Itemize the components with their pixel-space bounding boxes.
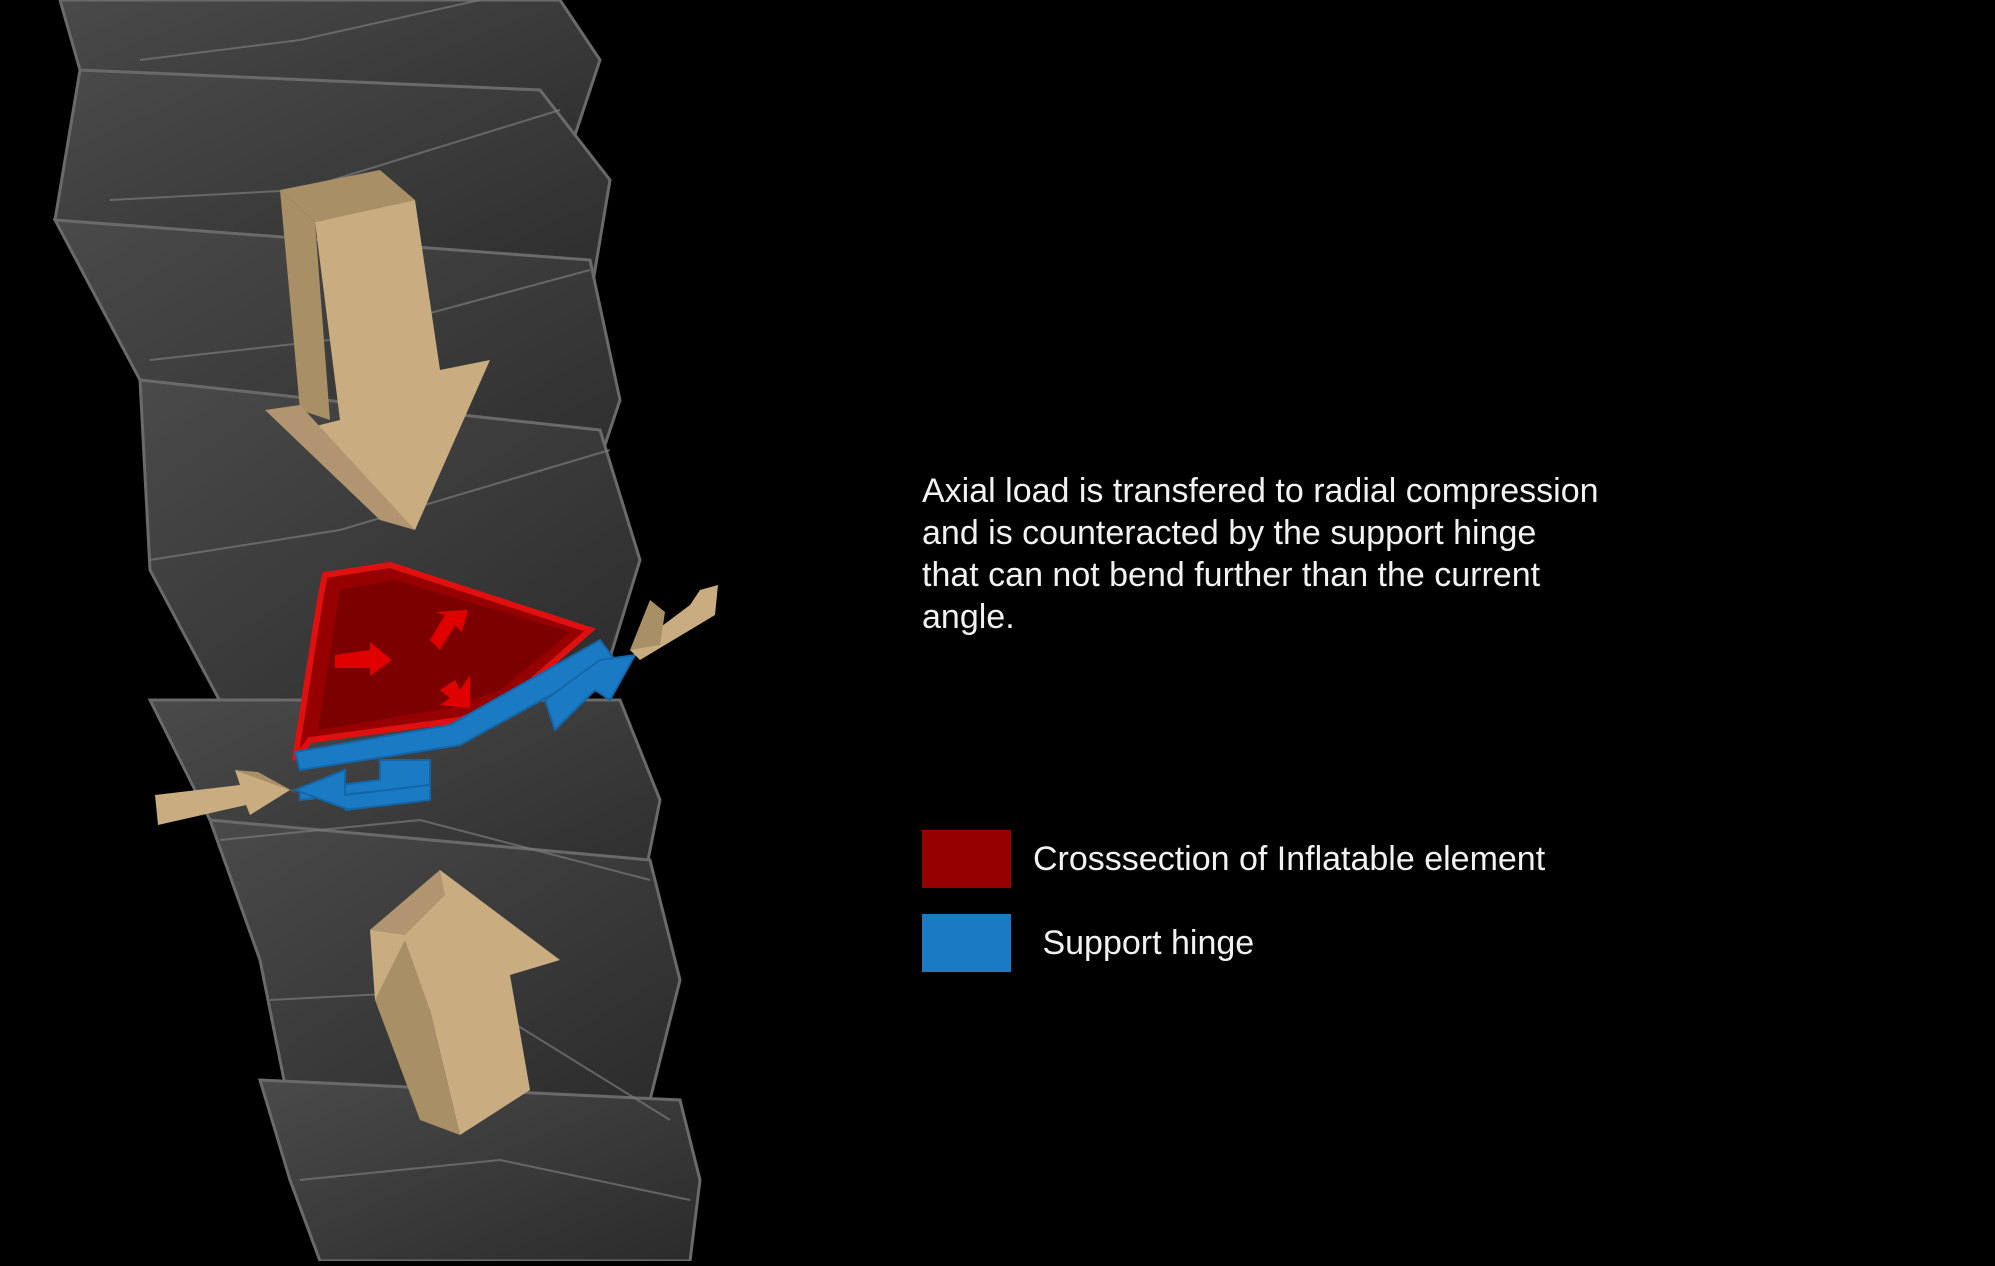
legend-swatch-support-hinge (922, 914, 1011, 972)
legend-item-inflatable: Crosssection of Inflatable element (922, 830, 1545, 888)
diagram-caption: Axial load is transfered to radial compr… (922, 472, 1599, 636)
legend-item-support-hinge: Support hinge (922, 914, 1545, 972)
column-render (0, 0, 760, 1263)
load-arrow-left-lower (155, 770, 300, 825)
module-fold-lines (109, 0, 691, 1201)
legend-label-support-hinge: Support hinge (1033, 923, 1255, 962)
load-arrow-right-upper (630, 585, 718, 660)
load-arrow-up (370, 870, 560, 1135)
legend-swatch-inflatable (922, 830, 1011, 888)
support-hinge (292, 638, 637, 811)
legend: Crosssection of Inflatable element Suppo… (922, 830, 1545, 998)
load-arrow-down (265, 170, 490, 530)
legend-label-inflatable: Crosssection of Inflatable element (1033, 839, 1546, 878)
inflatable-crosssection (292, 561, 596, 762)
